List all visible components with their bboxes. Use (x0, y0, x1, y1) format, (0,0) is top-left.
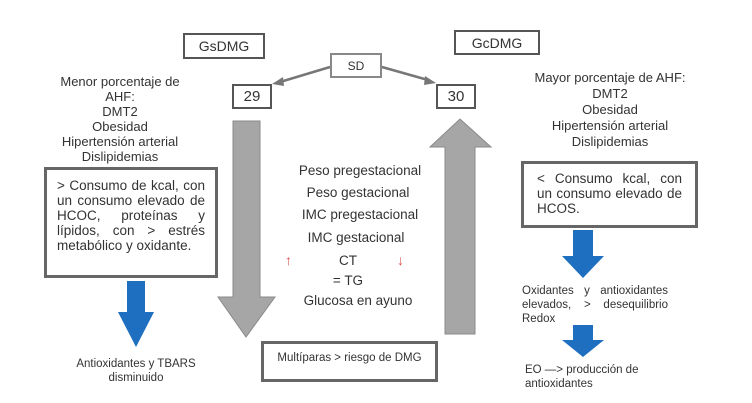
sd-box: SD (330, 53, 382, 78)
multiparas-text: Multíparas > riesgo de DMG (277, 352, 422, 364)
multiparas-box: Multíparas > riesgo de DMG (261, 341, 438, 382)
left-result-line: Antioxidantes y TBARS (76, 358, 196, 370)
group-gsdmg-label: GsDMG (183, 33, 265, 59)
left-consumption-box: > Consumo de kcal, con un consumo elevad… (44, 167, 218, 278)
right-ahf-line: Mayor porcentaje de AHF: (534, 70, 686, 85)
count-30: 30 (447, 88, 465, 105)
sd-text: SD (347, 58, 365, 73)
left-ahf-line: Hipertensión arterial (61, 134, 179, 149)
left-ahf-list: Menor porcentaje de AHF: DMT2 Obesidad H… (40, 74, 200, 164)
variable-peso-pregestacional: Peso pregestacional (298, 163, 422, 178)
gray-down-arrow (217, 120, 276, 338)
variable-ct: CT (339, 253, 357, 268)
count-29: 29 (243, 88, 261, 105)
gsdmg-text: GsDMG (198, 38, 250, 54)
variable-peso-gestacional: Peso gestacional (306, 185, 410, 200)
right-ahf-line: DMT2 (592, 86, 628, 101)
right-ahf-list: Mayor porcentaje de AHF: DMT2 Obesidad H… (525, 70, 695, 150)
variable-imc-gestacional: IMC gestacional (307, 230, 405, 245)
left-ahf-line: Obesidad (92, 119, 148, 134)
count-30-box: 30 (436, 84, 476, 109)
sd-to-30-arrow (381, 65, 429, 82)
count-29-box: 29 (232, 84, 272, 109)
left-ahf-line: Menor porcentaje de (60, 74, 180, 89)
sd-to-29-arrowhead (272, 77, 284, 86)
left-ahf-line: Dislipidemias (81, 149, 159, 164)
left-consumption-text: > Consumo de kcal, con un consumo elevad… (57, 178, 205, 253)
left-result-text: Antioxidantes y TBARS disminuido (66, 357, 206, 385)
right-ahf-line: Dislipidemias (571, 134, 649, 149)
right-consumption-box: < Consumo kcal, con un consumo elevado d… (521, 161, 698, 228)
blue-down-arrow-left (118, 281, 154, 347)
variable-tg: = TG (332, 273, 364, 288)
ct-up-arrow-icon: ↑ (285, 252, 292, 268)
gcdmg-text: GcDMG (471, 34, 523, 51)
left-result-line: disminuido (108, 372, 164, 384)
right-result-eo-line: EO —> producción de (525, 364, 639, 376)
sd-to-30-arrowhead (424, 76, 436, 85)
right-result-eo-line: antioxidantes (525, 378, 593, 390)
blue-down-arrow-right-2 (562, 325, 604, 357)
right-ahf-line: Obesidad (582, 102, 638, 117)
variable-glucosa: Glucosa en ayuno (303, 293, 413, 308)
ct-down-arrow-icon: ↓ (397, 252, 404, 268)
sd-to-29-arrow (279, 65, 331, 84)
blue-down-arrow-right-1 (562, 230, 604, 278)
right-ahf-line: Hipertensión arterial (551, 118, 669, 133)
left-ahf-line: DMT2 (102, 104, 138, 119)
right-result-redox-text: Oxidantes y antioxidantes elevados, > de… (522, 285, 668, 325)
gray-up-arrow (428, 118, 493, 335)
right-consumption-text: < Consumo kcal, con un consumo elevado d… (537, 171, 682, 216)
left-ahf-line: AHF: (105, 89, 135, 104)
right-result-eo-text: EO —> producción de antioxidantes (525, 363, 665, 391)
group-gcdmg-label: GcDMG (454, 30, 540, 55)
variable-imc-pregestacional: IMC pregestacional (301, 207, 419, 222)
